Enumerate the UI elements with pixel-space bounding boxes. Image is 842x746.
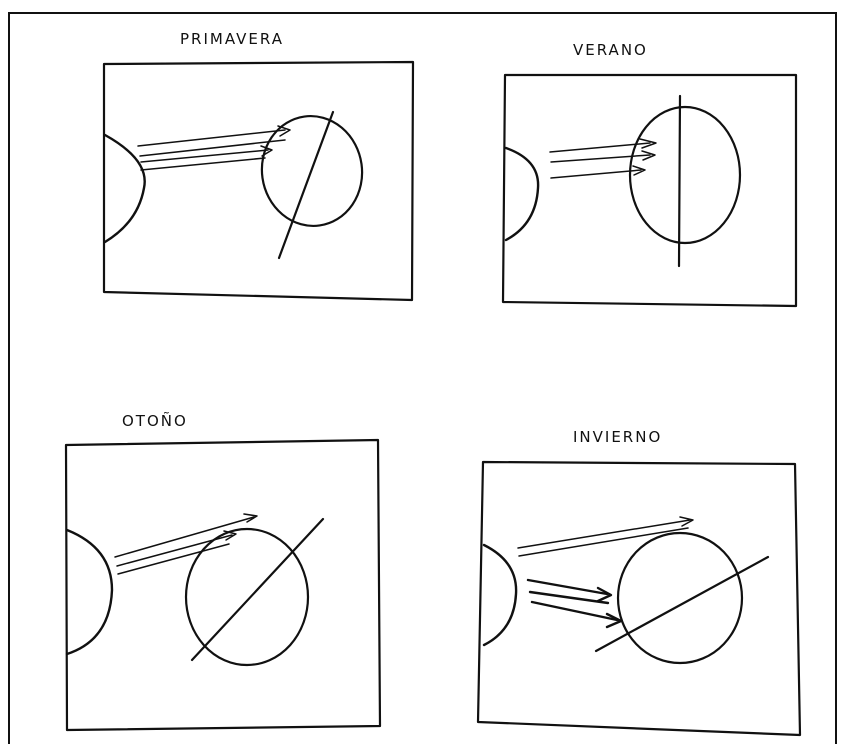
ray-invierno-1b [518, 527, 689, 557]
ray-primavera-1 [137, 129, 286, 147]
ray-invierno-2 [526, 578, 609, 596]
ray-verano-2 [550, 154, 651, 163]
earth-axis-verano [677, 94, 682, 268]
panel-otono: OTOÑO [64, 411, 382, 732]
ray-primavera-3 [140, 157, 266, 171]
panel-frame-otono [64, 438, 382, 732]
ray-invierno-4 [530, 600, 619, 622]
earth-invierno [616, 531, 744, 665]
ray-primavera-1b [139, 139, 286, 157]
arrowhead-invierno-1 [679, 516, 694, 527]
arrowhead-verano-1 [639, 138, 657, 149]
panel-frame-primavera [102, 60, 415, 302]
earth-verano [628, 105, 742, 245]
sun-arc-invierno [482, 543, 518, 647]
arrowhead-invierno-4 [605, 612, 623, 629]
sun-rays-invierno [517, 516, 694, 629]
ray-primavera-2 [140, 149, 269, 163]
panel-primavera: PRIMAVERA [102, 30, 415, 302]
arrowhead-verano-3 [632, 165, 646, 176]
panel-frame-invierno [476, 460, 802, 737]
panel-verano: VERANO [501, 41, 798, 308]
sun-rays-primavera [137, 125, 291, 171]
ray-verano-1 [549, 142, 651, 153]
earth-otono [184, 527, 310, 667]
panel-title-invierno: INVIERNO [573, 428, 662, 446]
ray-verano-3 [550, 169, 642, 179]
ray-otono-1 [114, 516, 255, 558]
arrowhead-otono-2 [223, 530, 237, 541]
arrowhead-verano-2 [641, 150, 656, 161]
ray-otono-3 [117, 543, 230, 575]
ray-invierno-1 [517, 519, 691, 549]
sun-arc-otono [65, 528, 114, 656]
panel-invierno: INVIERNO [476, 428, 802, 737]
arrowhead-otono-1 [243, 513, 258, 523]
earth-axis-otono [190, 517, 325, 662]
earth-axis-primavera [277, 110, 335, 260]
sun-rays-otono [114, 513, 258, 575]
arrowhead-primavera-2 [260, 145, 273, 157]
earth-primavera [260, 114, 364, 228]
earth-axis-invierno [594, 555, 770, 653]
sun-rays-verano [549, 138, 657, 179]
sun-arc-primavera [103, 133, 146, 244]
panel-frame-verano [501, 73, 798, 308]
page-frame [8, 12, 837, 744]
arrowhead-invierno-2 [596, 586, 613, 603]
ray-invierno-3 [528, 590, 610, 605]
arrowhead-primavera-1 [277, 125, 291, 137]
panel-title-otono: OTOÑO [122, 411, 188, 430]
panel-title-verano: VERANO [573, 41, 648, 59]
panel-title-primavera: PRIMAVERA [180, 30, 284, 48]
ray-otono-2 [116, 534, 233, 567]
sun-arc-verano [504, 146, 540, 242]
